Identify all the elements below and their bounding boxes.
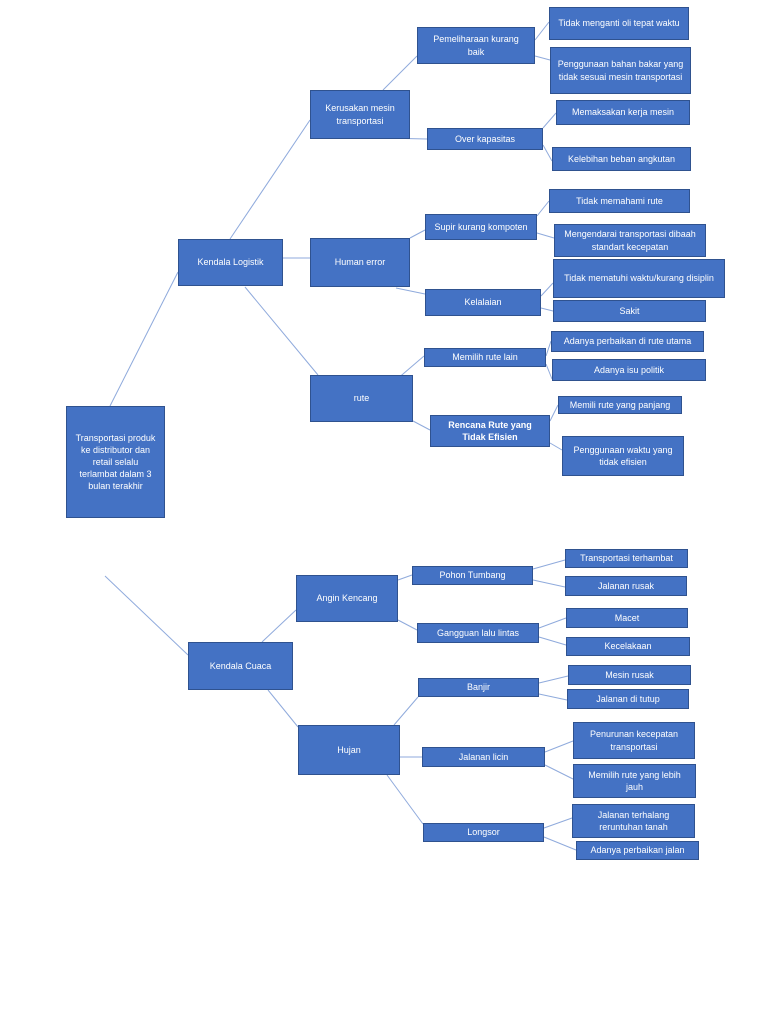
politik-box: Adanya isu politik (552, 359, 706, 381)
penurunan-box: Penurunan kecepatan transportasi (573, 722, 695, 759)
mesin-rusak-box: Mesin rusak (568, 665, 691, 685)
kelebihan-box: Kelebihan beban angkutan (552, 147, 691, 171)
jalanan-rusak-box: Jalanan rusak (565, 576, 687, 596)
memaksakan-box: Memaksakan kerja mesin (556, 100, 690, 125)
jalanan-ditutup-box: Jalanan di tutup (567, 689, 689, 709)
dibawah-box: Mengendarai transportasi dibaah standart… (554, 224, 706, 257)
human-error-box: Human error (310, 238, 410, 287)
tidak-paham-box: Tidak memahami rute (549, 189, 690, 213)
perbaikan-jalan-box: Adanya perbaikan jalan (576, 841, 699, 860)
root-problem-box: Transportasi produk ke distributor dan r… (66, 406, 165, 518)
waktu-box: Penggunaan waktu yang tidak efisien (562, 436, 684, 476)
terhambat-box: Transportasi terhambat (565, 549, 688, 568)
kelalaian-box: Kelalaian (425, 289, 541, 316)
pohon-tumbang-box: Pohon Tumbang (412, 566, 533, 585)
kecelakaan-box: Kecelakaan (566, 637, 690, 656)
terhalang-box: Jalanan terhalang reruntuhan tanah (572, 804, 695, 838)
rute-lain-box: Memilih rute lain (424, 348, 546, 367)
over-kapasitas-box: Over kapasitas (427, 128, 543, 150)
lebih-jauh-box: Memilih rute yang lebih jauh (573, 764, 696, 798)
hujan-box: Hujan (298, 725, 400, 775)
bahan-bakar-box: Penggunaan bahan bakar yang tidak sesuai… (550, 47, 691, 94)
rute-panjang-box: Memili rute yang panjang (558, 396, 682, 414)
supir-box: Supir kurang kompoten (425, 214, 537, 240)
perbaikan-utama-box: Adanya perbaikan di rute utama (551, 331, 704, 352)
jalanan-licin-box: Jalanan licin (422, 747, 545, 767)
disiplin-box: Tidak mematuhi waktu/kurang disiplin (553, 259, 725, 298)
angin-kencang-box: Angin Kencang (296, 575, 398, 622)
rute-box: rute (310, 375, 413, 422)
pemeliharaan-box: Pemeliharaan kurang baik (417, 27, 535, 64)
oli-box: Tidak menganti oli tepat waktu (549, 7, 689, 40)
kendala-logistik-box: Kendala Logistik (178, 239, 283, 286)
kendala-cuaca-box: Kendala Cuaca (188, 642, 293, 690)
macet-box: Macet (566, 608, 688, 628)
banjir-box: Banjir (418, 678, 539, 697)
kerusakan-mesin-box: Kerusakan mesin transportasi (310, 90, 410, 139)
rencana-rute-box: Rencana Rute yang Tidak Efisien (430, 415, 550, 447)
longsor-box: Longsor (423, 823, 544, 842)
gangguan-box: Gangguan lalu lintas (417, 623, 539, 643)
sakit-box: Sakit (553, 300, 706, 322)
